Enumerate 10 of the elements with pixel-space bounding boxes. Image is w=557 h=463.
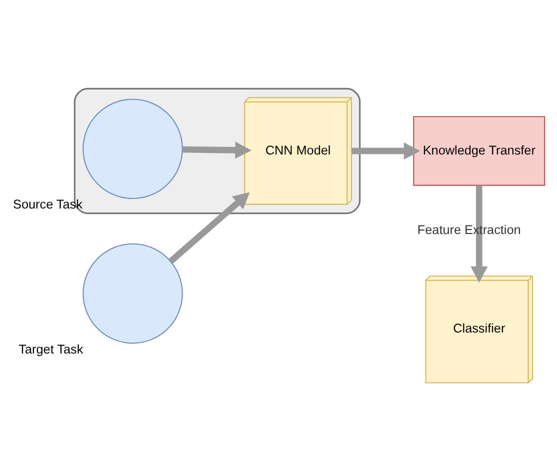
arrow xyxy=(352,142,420,160)
arrow xyxy=(470,185,488,283)
node-label: Target Task xyxy=(18,342,84,356)
node-circle xyxy=(82,243,183,344)
arrow xyxy=(182,142,252,159)
node-circle xyxy=(82,98,183,200)
edge-label: Feature Extraction xyxy=(417,222,521,237)
node-box: Knowledge Transfer xyxy=(413,116,546,186)
arrow xyxy=(168,192,250,264)
node-label: Source Task xyxy=(13,198,82,212)
